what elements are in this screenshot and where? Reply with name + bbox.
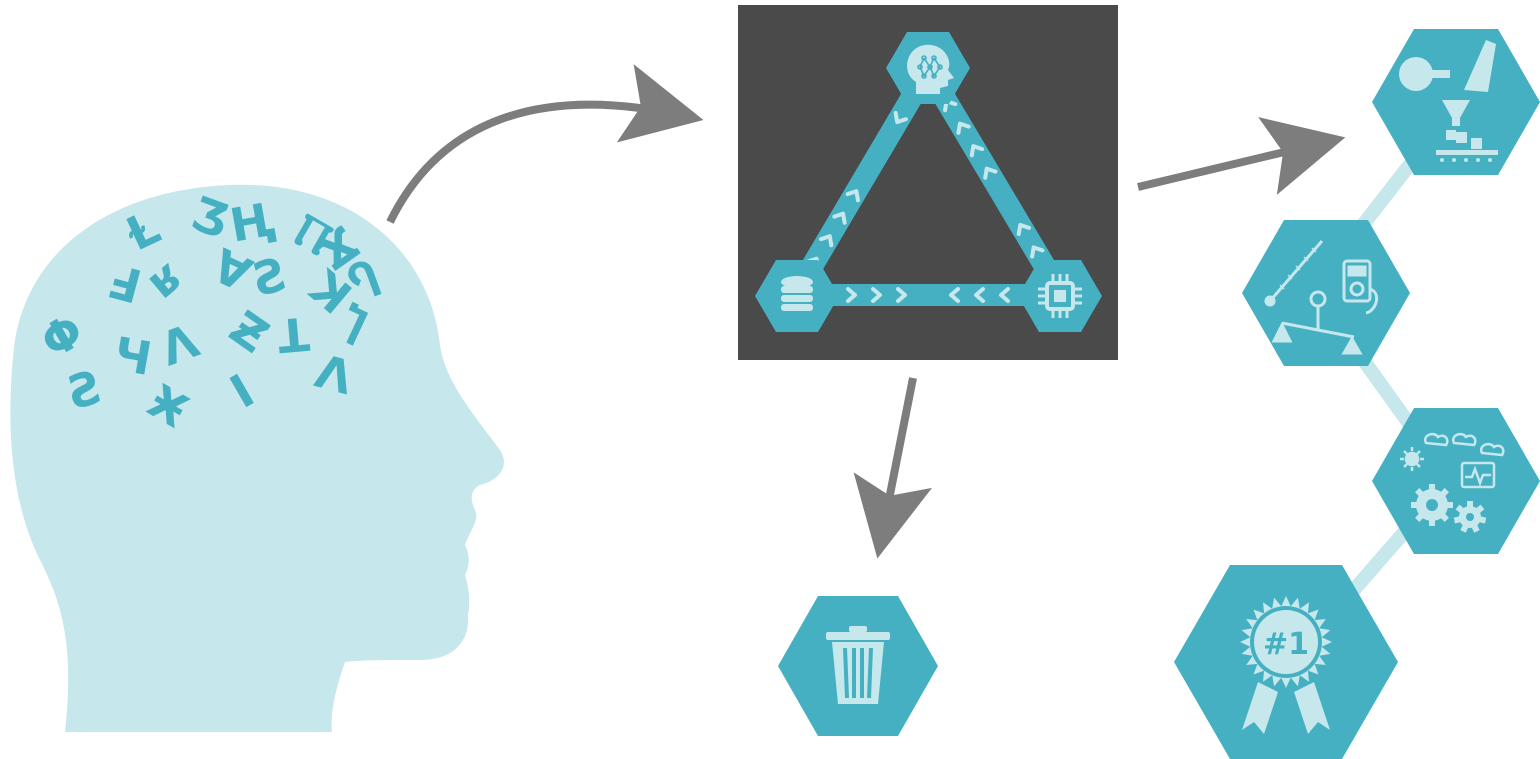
pipeline-stage-measure <box>1242 220 1410 366</box>
gear-tooth <box>1460 523 1469 533</box>
gear-tooth <box>1411 502 1418 508</box>
pipeline-stage-award: #1 <box>1174 565 1398 759</box>
award-label: #1 <box>1263 627 1309 662</box>
gear-tooth <box>1415 512 1425 522</box>
arrow-head-to-model <box>386 64 704 224</box>
head-glyph: ꓕ <box>276 308 313 365</box>
arrow-model-to-pipeline <box>1137 117 1346 195</box>
head-glyph: Ч <box>110 326 156 386</box>
gear-tooth <box>1453 516 1462 524</box>
flow-chevron <box>983 166 998 180</box>
database-icon <box>781 276 813 311</box>
flow-chevron <box>1016 222 1032 237</box>
gear-tooth <box>1429 519 1435 526</box>
award-ribbon-icon: #1 <box>1240 596 1332 734</box>
model-cycle-panel <box>738 5 1118 360</box>
flow-chevron <box>956 121 971 135</box>
gear-tooth <box>1439 488 1449 498</box>
lab-process-icon <box>1399 40 1498 162</box>
head-glyph: Ⱨ <box>226 192 279 253</box>
node-database <box>755 260 839 332</box>
flow-chevron <box>893 110 908 125</box>
flow-chevron <box>819 234 834 248</box>
flow-chevron <box>974 287 985 303</box>
flow-chevron <box>1030 245 1045 259</box>
weather-gears-icon <box>1400 432 1505 533</box>
pipeline-stage-weather <box>1372 408 1540 554</box>
flow-chevron <box>845 189 860 203</box>
pipeline-stage-lab <box>1372 29 1540 175</box>
discard-node <box>778 596 938 736</box>
gear-tooth <box>1455 504 1465 514</box>
flow-chevron <box>896 287 907 303</box>
flow-chevron <box>969 144 985 158</box>
gear-tooth <box>1429 484 1435 491</box>
chip-icon <box>1038 274 1082 318</box>
gear-tooth <box>1439 512 1449 522</box>
flow-chevron <box>949 287 960 303</box>
gear-tooth <box>1446 502 1453 508</box>
gear-tooth <box>1467 501 1473 508</box>
flow-chevron <box>871 287 882 303</box>
ai-brain-head-icon <box>907 44 954 94</box>
head-shape <box>10 184 504 733</box>
node-chip <box>1018 260 1102 332</box>
arrow-model-to-discard <box>853 377 933 559</box>
flow-chevron <box>832 211 847 225</box>
flow-chevron <box>999 287 1010 303</box>
measurement-instruments-icon <box>1264 240 1379 355</box>
cycle-triangle <box>784 59 1073 306</box>
gear-tooth <box>1415 488 1425 498</box>
gear-tooth <box>1478 516 1487 524</box>
trash-can-icon <box>826 626 890 704</box>
node-ai-brain <box>886 32 970 104</box>
flow-chevron <box>846 287 857 303</box>
gear-tooth <box>1471 523 1480 533</box>
gear-tooth <box>1475 504 1485 514</box>
